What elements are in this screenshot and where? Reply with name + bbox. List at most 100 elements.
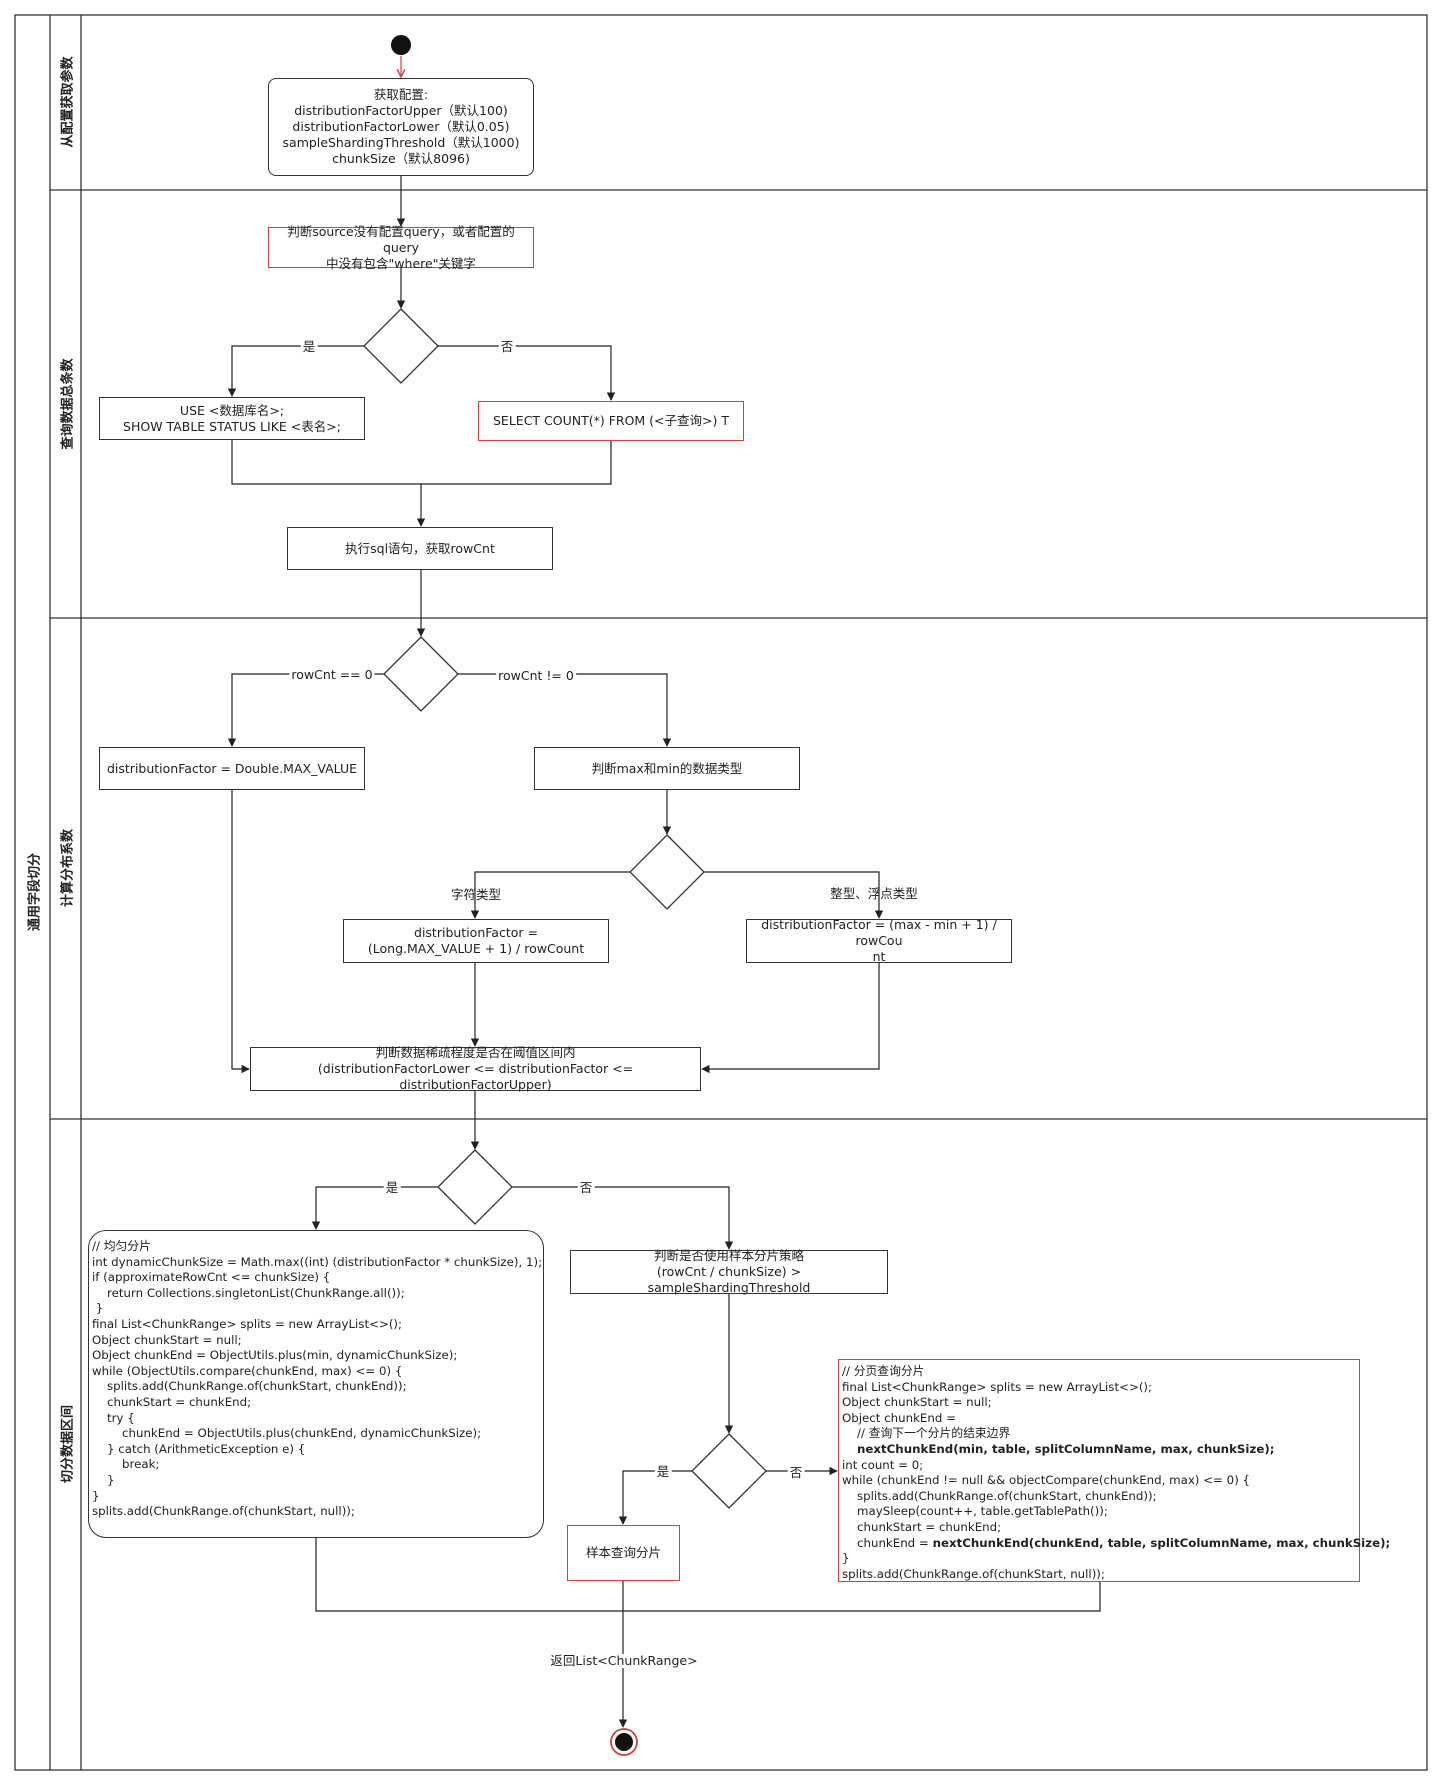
code-line: } (92, 1488, 100, 1503)
code-line: int count = 0; (842, 1458, 1390, 1474)
code-line-text: splits.add(ChunkRange.of(chunkStart, chu… (842, 1488, 1157, 1503)
edge-yes-to-even (311, 1186, 438, 1230)
edge-label-rowcnt-nonzero: rowCnt != 0 (496, 668, 576, 683)
edge-use-merge (231, 440, 421, 485)
code-line-text: int count = 0; (842, 1457, 924, 1472)
lane-title-config: 从配置获取参数 (60, 56, 76, 148)
code-line: Object chunkEnd = (842, 1411, 1390, 1427)
lane-title-count: 查询数据总条数 (60, 358, 76, 450)
code-line-text: Object chunkEnd = (842, 1410, 956, 1425)
edge-label-return: 返回List<ChunkRange> (548, 1653, 700, 1668)
code-line: splits.add(ChunkRange.of(chunkStart, chu… (842, 1489, 1390, 1505)
check-type-node: 判断max和min的数据类型 (534, 747, 800, 790)
edge-paged-merge (624, 1582, 1101, 1612)
code-line-text: final List<ChunkRange> splits = new Arra… (842, 1379, 1153, 1394)
code-line: break; (92, 1457, 160, 1472)
decision-type-diamond (629, 834, 705, 910)
code-line-text: splits.add(ChunkRange.of(chunkStart, nul… (842, 1566, 1105, 1581)
edge-label-no-sample: 否 (787, 1465, 805, 1480)
code-line-text: while (chunkEnd != null && objectCompare… (842, 1473, 1251, 1488)
select-count-node: SELECT COUNT(*) FROM (<子查询>) T (478, 401, 744, 441)
code-line: chunkEnd = nextChunkEnd(chunkEnd, table,… (842, 1536, 1390, 1552)
code-line: } (92, 1472, 115, 1487)
code-line: } catch (ArithmeticException e) { (92, 1441, 306, 1456)
use-status-node: USE <数据库名>; SHOW TABLE STATUS LIKE <表名>; (99, 397, 365, 440)
code-line: while (ObjectUtils.compare(chunkEnd, max… (92, 1363, 403, 1378)
code-line: Object chunkEnd = ObjectUtils.plus(min, … (92, 1348, 458, 1363)
check-query-node: 判断source没有配置query，或者配置的query 中没有包含"where… (268, 224, 534, 271)
code-line: Object chunkStart = null; (92, 1332, 242, 1347)
code-line: splits.add(ChunkRange.of(chunkStart, nul… (842, 1567, 1390, 1583)
edge-no-to-select (438, 345, 616, 401)
factor-string-node: distributionFactor = (Long.MAX_VALUE + 1… (343, 919, 609, 963)
code-line: splits.add(ChunkRange.of(chunkStart, chu… (92, 1379, 407, 1394)
decision-rowcnt-diamond (383, 636, 459, 712)
decision-sample-diamond (691, 1433, 767, 1509)
edge-label-no-query: 否 (498, 339, 516, 354)
edge-label-no-range: 否 (577, 1180, 595, 1195)
decision-range-diamond (437, 1149, 513, 1225)
code-line-text: } (842, 1551, 850, 1566)
code-line: while (chunkEnd != null && objectCompare… (842, 1473, 1390, 1489)
code-line: chunkStart = chunkEnd; (842, 1520, 1390, 1536)
code-line: int dynamicChunkSize = Math.max((int) (d… (92, 1254, 543, 1269)
check-range-node: 判断数据稀疏程度是否在阈值区间内 (distributionFactorLowe… (250, 1045, 701, 1092)
code-line: maySleep(count++, table.getTablePath()); (842, 1504, 1390, 1520)
check-sample-node: 判断是否使用样本分片策略 (rowCnt / chunkSize) > samp… (570, 1248, 888, 1295)
exec-sql-node: 执行sql语句，获取rowCnt (287, 527, 553, 570)
edge-even-merge (315, 1538, 624, 1612)
connectors (227, 176, 1101, 1728)
pool-frame (14, 14, 1428, 1771)
code-line-text (842, 1442, 857, 1456)
code-line-text: chunkEnd = (842, 1535, 933, 1550)
edge-yes-to-use (227, 345, 364, 397)
code-line: final List<ChunkRange> splits = new Arra… (92, 1316, 403, 1331)
code-line: chunkStart = chunkEnd; (92, 1394, 252, 1409)
end-node (610, 1728, 638, 1756)
edge-max-to-range (231, 790, 250, 1074)
code-line: // 均匀分片 (92, 1239, 151, 1253)
code-line: } (842, 1551, 1390, 1567)
code-line-bold: nextChunkEnd(chunkEnd, table, splitColum… (932, 1535, 1391, 1550)
factor-max-node: distributionFactor = Double.MAX_VALUE (99, 747, 365, 790)
code-line: } (92, 1301, 104, 1316)
edge-label-string-type: 字符类型 (450, 887, 502, 902)
edge-zero-to-max (227, 673, 384, 747)
code-line-bold: nextChunkEnd(min, table, splitColumnName… (857, 1441, 1275, 1456)
pool-title: 通用字段切分 (27, 852, 43, 932)
edge-label-numeric-type: 整型、浮点类型 (830, 886, 918, 901)
code-line-text: Object chunkStart = null; (842, 1395, 992, 1410)
code-line: return Collections.singletonList(ChunkRa… (92, 1285, 405, 1300)
lane-title-split: 切分数据区间 (60, 1404, 76, 1484)
code-line: splits.add(ChunkRange.of(chunkStart, nul… (92, 1504, 355, 1519)
code-line: // 查询下一个分片的结束边界 (842, 1426, 1390, 1442)
start-node (391, 35, 411, 55)
code-line: chunkEnd = ObjectUtils.plus(chunkEnd, dy… (92, 1426, 482, 1441)
edge-label-rowcnt-zero: rowCnt == 0 (289, 667, 375, 682)
edge-label-yes-range: 是 (383, 1180, 401, 1195)
code-line: Object chunkStart = null; (842, 1395, 1390, 1411)
edge-string-branch (470, 871, 630, 919)
edge-numeric-to-range (701, 963, 880, 1074)
edge-no-to-sample-check (512, 1186, 734, 1250)
code-line: nextChunkEnd(min, table, splitColumnName… (842, 1442, 1390, 1458)
decision-query-diamond (363, 308, 439, 384)
code-line: // 分页查询分片 (842, 1364, 1390, 1380)
edge-label-yes-sample: 是 (654, 1464, 672, 1479)
get-config-node: 获取配置: distributionFactorUpper（默认100) dis… (268, 78, 534, 176)
code-line-text: maySleep(count++, table.getTablePath()); (842, 1504, 1108, 1519)
code-line-text: chunkStart = chunkEnd; (842, 1519, 1002, 1534)
code-line-text: // 分页查询分片 (842, 1364, 925, 1378)
code-line: if (approximateRowCnt <= chunkSize) { (92, 1270, 331, 1285)
lane-title-distribution: 计算分布系数 (60, 828, 76, 908)
edge-numeric-branch (704, 871, 884, 919)
factor-numeric-node: distributionFactor = (max - min + 1) / r… (746, 917, 1012, 964)
code-line: final List<ChunkRange> splits = new Arra… (842, 1380, 1390, 1396)
code-line-text: // 查询下一个分片的结束边界 (842, 1426, 1011, 1441)
code-line: try { (92, 1410, 135, 1425)
edge-nonzero-to-type (458, 673, 672, 747)
